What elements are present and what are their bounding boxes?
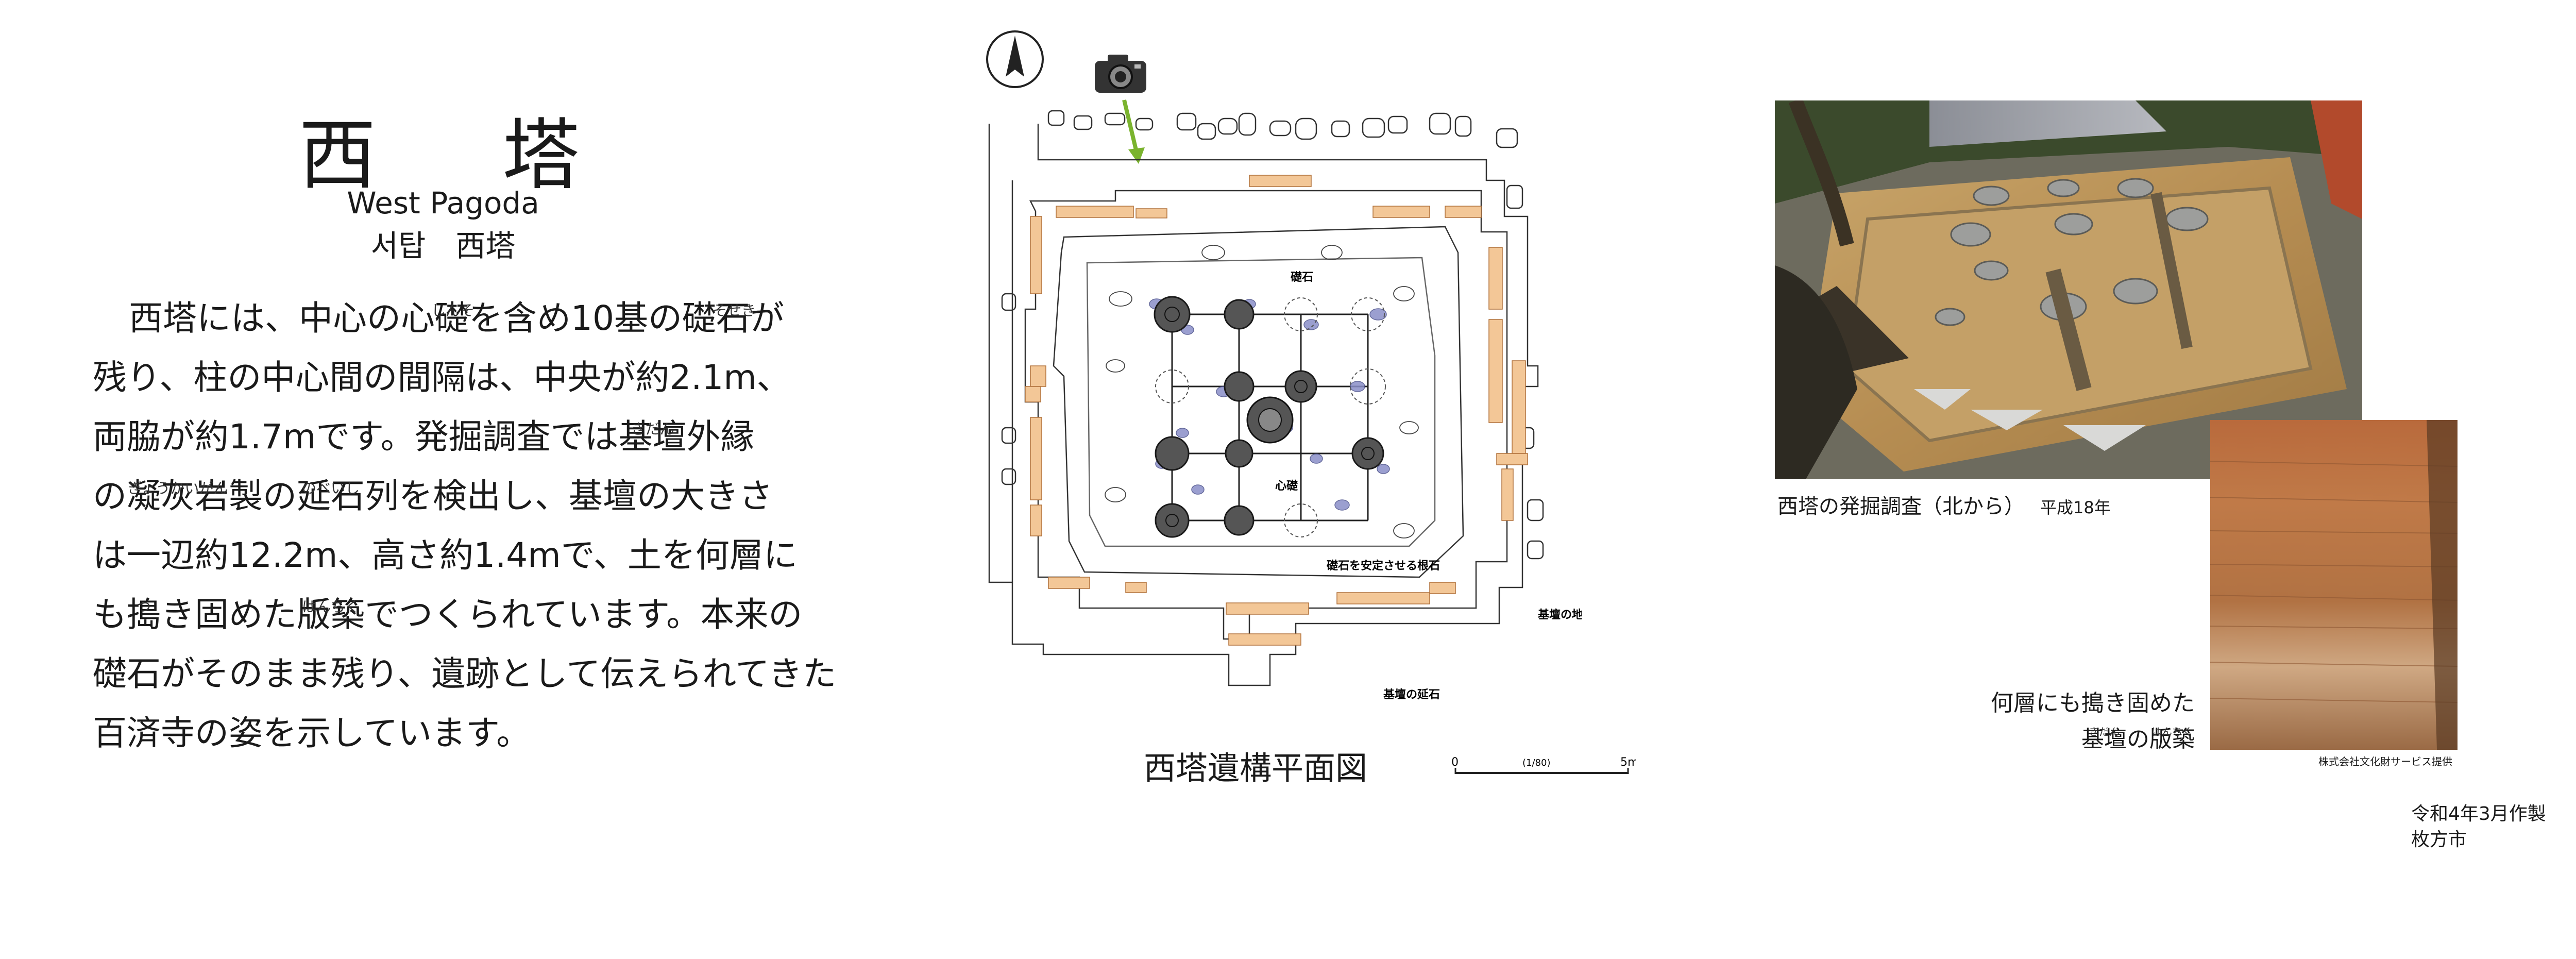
ruby-reading: はんちく (2151, 726, 2193, 738)
body-line-5: は一辺約12.2m、高さ約1.4mで、土を何層に (93, 535, 798, 575)
ruby-base: 礎石 (682, 298, 750, 338)
ruby-reading: きだん (631, 420, 674, 438)
scale-ratio: (1/80) (1522, 758, 1550, 768)
scale-max: 5m (1620, 756, 1636, 769)
body-line-8: 百済寺の姿を示しています。 (93, 713, 531, 753)
ruby-reading: そせき (712, 302, 756, 319)
description-text: 西塔には、中心の心礎しんそを含め10基の礎石そせきが 残り、柱の中心間の間隔は、… (93, 289, 837, 763)
body-text-span: でつくられています。本来の (365, 595, 803, 634)
rammed-earth-caption: 何層にも搗き固めた 基壇きだんの版築はんちく (1989, 685, 2195, 758)
label-nejime: 礎石を安定させる根石 (1327, 559, 1440, 573)
made-date: 令和4年3月作製 (2411, 803, 2546, 825)
title-char-2: 塔 (502, 111, 587, 200)
scale-bar: 0 (1/80) 5m (1451, 756, 1636, 774)
footer: 令和4年3月作製 枚方市 (2411, 801, 2546, 853)
excavation-photo-caption: 西塔の発掘調査（北から） 平成18年 (1777, 490, 2111, 519)
ruby-tsu: 搗つ (127, 595, 161, 634)
ruby-reading: きだん (2089, 726, 2120, 738)
body-line-7: 礎石がそのまま残り、遺跡として伝えられてきた (93, 654, 837, 694)
ruby-reading: しんそ (431, 302, 475, 319)
ruby-base: 基壇 (2081, 726, 2127, 752)
label-shinso: 心礎 (1275, 479, 1298, 493)
body-line-6: も搗つき固めた版築はんちくでつくられています。本来の (93, 585, 802, 644)
body-text-span: 両脇が約1.7mです。発掘調査では (93, 417, 619, 457)
caption-text: 西塔の発掘調査（北から） (1777, 495, 2025, 518)
subtitle-korean: 서탑 西塔 (370, 228, 516, 263)
ruby-base: 凝灰岩 (127, 476, 229, 516)
label-jifukuishi: 基壇の地覆石 (1538, 608, 1582, 621)
body-line-3: 両脇が約1.7mです。発掘調査では基壇きだん外縁 (93, 407, 793, 466)
body-text-span: 西塔には、中心の (129, 298, 401, 338)
body-text-span: 列を検出し、基壇の大きさ (365, 476, 773, 516)
title-char-1: 西 (299, 111, 384, 200)
rammed-earth-photo (2210, 420, 2458, 750)
ruby-shinso: 心礎しんそ (401, 298, 474, 338)
body-line-4: の凝灰岩ぎょうかいがん製の延石のべいし列を検出し、基壇の大きさ (93, 466, 793, 526)
north-compass-icon (986, 30, 1044, 88)
body-text-span: の (93, 476, 127, 516)
ruby-base: 心礎 (401, 298, 469, 338)
ruby-reading: のべいし (301, 480, 360, 497)
ruby-soseki: 礎石そせき (682, 298, 756, 338)
body-text-span: 製の (229, 476, 297, 516)
west-pagoda-plan-diagram: 礎石 心礎 礎石を安定させる根石 基壇の地覆石 基壇の延石 (988, 110, 1582, 701)
caption-date: 平成18年 (2040, 498, 2111, 517)
camera-icon (1095, 55, 1146, 93)
plan-title: 西塔遺構平面図 (1144, 749, 1368, 787)
label-nobeishi: 基壇の延石 (1383, 688, 1440, 701)
central-pillar-stone (1246, 396, 1294, 444)
page-title: 西 塔 (299, 93, 587, 205)
caption-line-2: 基壇きだんの版築はんちく (1989, 721, 2195, 758)
ruby-base: 版築 (2149, 726, 2195, 752)
body-line-1: 西塔には、中心の心礎しんそを含め10基の礎石そせきが (93, 289, 793, 348)
ruby-nobeishi: 延石のべいし (297, 476, 365, 516)
caption-line-1: 何層にも搗き固めた (1991, 690, 2195, 716)
ruby-hanchiku: 版築はんちく (2149, 726, 2195, 752)
ruby-base: 版築 (297, 595, 365, 634)
body-text-span: が (750, 298, 784, 338)
excavation-photo (1775, 100, 2362, 479)
subtitle-english: West Pagoda (347, 186, 539, 221)
ruby-reading: はんちく (301, 598, 360, 615)
ruby-reading: ぎょうかいがん (127, 480, 228, 497)
body-text-span: も (93, 595, 127, 634)
ruby-base: 延石 (297, 476, 365, 516)
body-text-span: 外縁 (686, 417, 755, 457)
body-text-span: き固めた (161, 595, 297, 634)
body-line-2: 残り、柱の中心間の間隔は、中央が約2.1m、 (93, 358, 791, 397)
scale-zero: 0 (1451, 756, 1459, 769)
ruby-kidan: 基壇きだん (619, 417, 687, 457)
photo-credit: 株式会社文化財サービス提供 (2318, 755, 2452, 768)
ruby-base: 基壇 (618, 417, 687, 457)
ruby-gyoukaigan: 凝灰岩ぎょうかいがん (127, 476, 229, 516)
ruby-base: 搗 (127, 595, 161, 634)
ruby-hanchiku: 版築はんちく (297, 595, 365, 634)
caption-text: の (2127, 726, 2149, 752)
view-direction-arrow-icon (1122, 99, 1145, 164)
issuer-city: 枚方市 (2411, 829, 2467, 850)
body-text-span: を含め10基の (469, 298, 682, 338)
ruby-kidan: 基壇きだん (2081, 726, 2127, 752)
ruby-reading: つ (136, 598, 151, 615)
label-soseki: 礎石 (1291, 271, 1313, 284)
